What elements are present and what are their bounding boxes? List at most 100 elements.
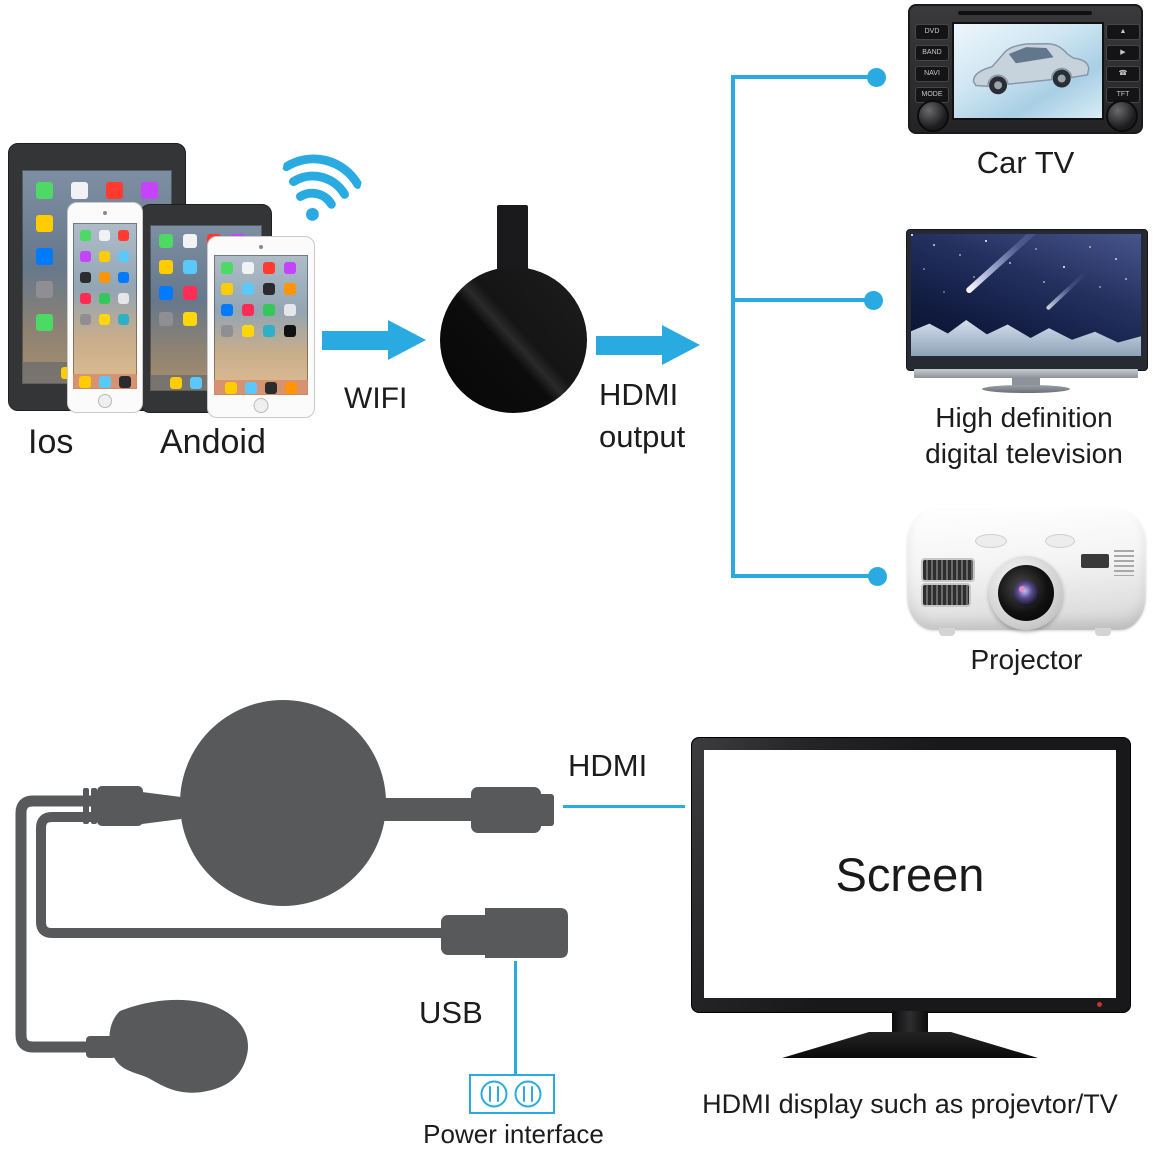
arrow-right-icon bbox=[322, 320, 426, 360]
projector-grille bbox=[921, 558, 975, 582]
app-icon bbox=[118, 230, 129, 241]
app-icon bbox=[118, 272, 129, 283]
app-icon bbox=[183, 286, 197, 300]
tv-screen: Screen bbox=[704, 750, 1116, 998]
app-icon bbox=[118, 314, 129, 325]
app-icon bbox=[36, 281, 53, 298]
connection-dot bbox=[868, 567, 887, 586]
projector-lens bbox=[989, 556, 1063, 630]
connector-line-cartv bbox=[733, 75, 873, 79]
app-icon bbox=[80, 230, 91, 241]
app-icon bbox=[284, 283, 296, 295]
connector-line-hdtv bbox=[733, 298, 869, 302]
app-icon bbox=[263, 262, 275, 274]
connector-line-projector bbox=[733, 574, 873, 578]
app-icon bbox=[80, 251, 91, 262]
wifi-arrow-label: WIFI bbox=[344, 382, 408, 415]
app-icon bbox=[80, 314, 91, 325]
cd-slot bbox=[958, 11, 1092, 15]
hdtv-screen bbox=[911, 234, 1141, 356]
dongle-hdmi-stem bbox=[497, 205, 528, 275]
app-icon bbox=[263, 325, 275, 337]
dock-app-icon bbox=[119, 375, 131, 388]
app-icon bbox=[118, 251, 129, 262]
arrow-right-icon bbox=[596, 325, 700, 365]
car-tv-button: DVD bbox=[915, 24, 949, 40]
dock-app-icon bbox=[285, 381, 297, 394]
dock-app-icon bbox=[190, 377, 202, 389]
power-plug-icon bbox=[469, 1074, 555, 1114]
usb-plug bbox=[485, 908, 568, 958]
stars bbox=[911, 234, 913, 236]
projector-vents bbox=[1114, 550, 1134, 576]
app-icon bbox=[263, 304, 275, 316]
app-icon bbox=[80, 293, 91, 304]
camera-icon bbox=[259, 245, 263, 249]
dock-app-icon bbox=[170, 377, 182, 389]
car-tv-illustration: DVD BAND NAVI MODE ▲ ▶ ☎ TFT bbox=[908, 4, 1143, 136]
tablet-screen bbox=[73, 223, 137, 389]
dock-app-icon bbox=[99, 375, 111, 388]
tablet-dock bbox=[214, 380, 308, 395]
tablet-medium-white bbox=[67, 202, 143, 413]
hdmi-callout-line bbox=[563, 805, 685, 808]
usb-label: USB bbox=[419, 995, 483, 1030]
volume-knob bbox=[917, 100, 949, 132]
dongle-cable-diagram bbox=[15, 700, 568, 1093]
app-icon bbox=[221, 262, 233, 274]
projector-label: Projector bbox=[970, 644, 1083, 675]
app-icon bbox=[36, 182, 53, 199]
car-tv-button: ▲ bbox=[1106, 24, 1140, 40]
hdmi-connector bbox=[471, 787, 541, 833]
usb-callout-line bbox=[514, 961, 517, 1075]
power-adapter bbox=[109, 999, 248, 1093]
connector-line-vertical bbox=[731, 75, 735, 578]
mountains bbox=[911, 320, 1141, 356]
hdmi-display-tv: Screen bbox=[691, 737, 1131, 1059]
home-button-icon bbox=[253, 398, 269, 413]
tablet-dock bbox=[73, 374, 137, 389]
app-icon bbox=[159, 260, 173, 274]
tune-knob bbox=[1106, 100, 1138, 132]
dongle-disc-gray bbox=[180, 700, 386, 906]
app-icon bbox=[284, 262, 296, 274]
dock-app-icon bbox=[245, 381, 257, 394]
tablet-screen bbox=[214, 255, 308, 395]
app-icon bbox=[99, 272, 110, 283]
power-interface-label: Power interface bbox=[423, 1119, 604, 1149]
camera-icon bbox=[103, 211, 107, 215]
hdtv-label: High definition digital television bbox=[925, 402, 1123, 469]
app-icon bbox=[36, 248, 53, 265]
app-icon bbox=[159, 286, 173, 300]
hdtv-illustration bbox=[906, 227, 1148, 393]
app-icon bbox=[159, 234, 173, 248]
ios-label: Ios bbox=[28, 423, 74, 461]
car-tv-button: ☎ bbox=[1106, 66, 1140, 82]
app-icon bbox=[118, 293, 129, 304]
app-icon bbox=[106, 182, 123, 199]
app-icon bbox=[36, 314, 53, 331]
app-icon bbox=[242, 325, 254, 337]
screen-label: Screen bbox=[835, 847, 985, 901]
app-icon bbox=[99, 314, 110, 325]
app-icon bbox=[99, 251, 110, 262]
dock-app-icon bbox=[225, 381, 237, 394]
app-icon bbox=[99, 230, 110, 241]
hdmi-output-label: HDMI output bbox=[599, 377, 686, 454]
connection-dot bbox=[864, 291, 883, 310]
app-icon bbox=[221, 325, 233, 337]
app-icon bbox=[99, 293, 110, 304]
app-icon bbox=[242, 283, 254, 295]
app-icon bbox=[183, 312, 197, 326]
meteor bbox=[1045, 271, 1088, 311]
app-icon bbox=[80, 272, 91, 283]
app-icon bbox=[36, 215, 53, 232]
app-icon bbox=[141, 182, 158, 199]
meteor bbox=[964, 234, 1054, 295]
app-icon bbox=[159, 312, 173, 326]
hdmi-display-caption: HDMI display such as projevtor/TV bbox=[702, 1089, 1118, 1119]
connection-dot bbox=[867, 68, 886, 87]
dock-app-icon bbox=[79, 375, 91, 388]
car-tv-label: Car TV bbox=[976, 145, 1075, 180]
